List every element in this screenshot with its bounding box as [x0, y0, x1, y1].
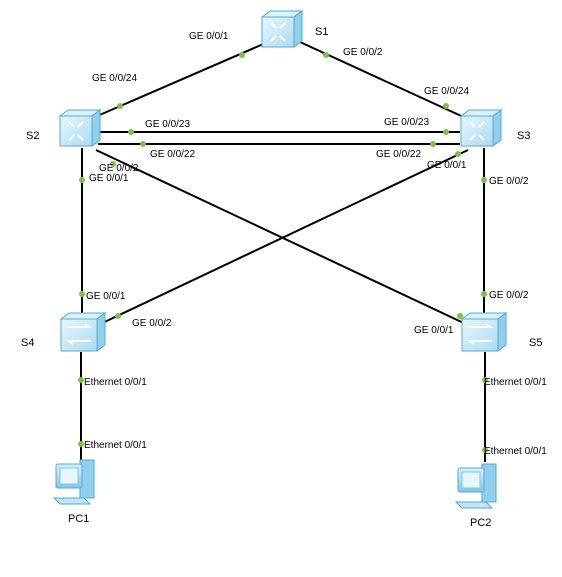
device-label-s5: S5: [529, 337, 542, 349]
device-label-s1: S1: [315, 26, 328, 38]
pc-icon[interactable]: [454, 463, 497, 509]
device-label-pc2: PC2: [470, 517, 491, 529]
port-label: GE 0/0/1: [189, 31, 229, 42]
port-dot: [128, 129, 134, 135]
device-label-pc1: PC1: [68, 513, 89, 525]
port-dot: [323, 52, 329, 58]
device-label-s4: S4: [21, 337, 34, 349]
port-dot: [115, 313, 121, 319]
port-dot: [443, 103, 449, 109]
port-dot: [117, 103, 123, 109]
port-label: GE 0/0/24: [92, 73, 137, 84]
port-dot: [239, 52, 245, 58]
port-label: GE 0/0/2: [489, 290, 529, 301]
port-label: Ethernet 0/0/1: [484, 446, 547, 457]
port-dot: [481, 291, 487, 297]
port-label: Ethernet 0/0/1: [84, 440, 147, 451]
port-dot: [482, 447, 488, 453]
port-label: GE 0/0/1: [427, 160, 467, 171]
port-dot: [110, 161, 116, 167]
pc-icon[interactable]: [52, 459, 95, 505]
port-label: GE 0/0/23: [145, 119, 190, 130]
core-switch-icon[interactable]: [459, 109, 503, 147]
port-label: GE 0/0/2: [343, 47, 383, 58]
port-dot: [457, 313, 463, 319]
port-dot: [79, 177, 85, 183]
port-dot: [79, 291, 85, 297]
device-label-s2: S2: [26, 130, 39, 142]
port-label: GE 0/0/1: [86, 291, 126, 302]
access-switch-icon[interactable]: [59, 312, 107, 352]
core-switch-icon[interactable]: [260, 10, 304, 48]
port-dots: [78, 52, 488, 453]
access-switch-icon[interactable]: [460, 312, 508, 352]
port-label: GE 0/0/1: [89, 173, 129, 184]
device-label-s3: S3: [517, 130, 530, 142]
port-dot: [455, 151, 461, 157]
port-dot: [482, 377, 488, 383]
port-dot: [430, 141, 436, 147]
links: [80, 41, 486, 462]
port-dot: [140, 141, 146, 147]
port-dot: [78, 377, 84, 383]
port-label: Ethernet 0/0/1: [84, 377, 147, 388]
link-s3-s4: [95, 149, 469, 327]
port-label: GE 0/0/2: [489, 176, 529, 187]
port-label: GE 0/0/2: [132, 318, 172, 329]
core-switch-icon[interactable]: [58, 109, 102, 147]
port-label: GE 0/0/1: [414, 325, 454, 336]
port-dot: [78, 441, 84, 447]
port-label: GE 0/0/22: [150, 149, 195, 160]
port-label: GE 0/0/24: [424, 86, 469, 97]
port-label: GE 0/0/22: [376, 149, 421, 160]
port-dot: [481, 177, 487, 183]
port-dot: [443, 129, 449, 135]
port-label: GE 0/0/2: [99, 163, 139, 174]
port-label: Ethernet 0/0/1: [484, 377, 547, 388]
port-label: GE 0/0/23: [384, 117, 429, 128]
